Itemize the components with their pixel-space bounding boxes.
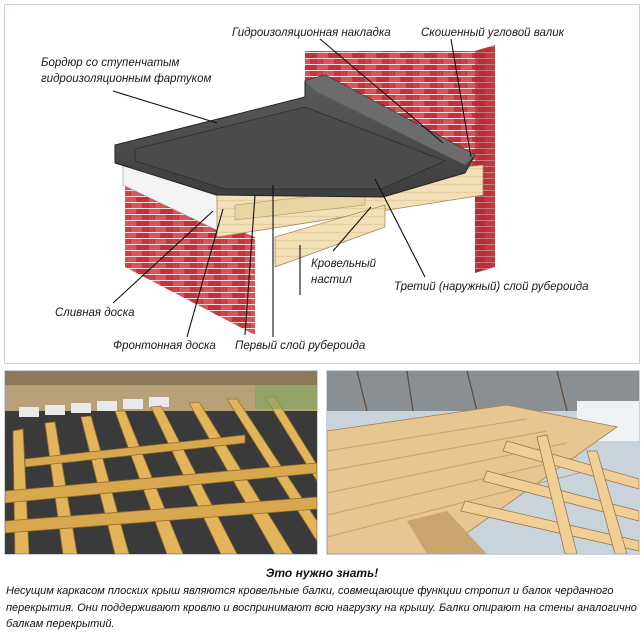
roof-diagram: Гидроизоляционная накладка Скошенный угл…: [4, 4, 640, 364]
note-title: Это нужно знать!: [265, 566, 379, 580]
label-roof-deck-line2: настил: [311, 274, 352, 286]
label-border-line2: гидроизоляционным фартуком: [41, 73, 212, 85]
roof-joists-photo: [326, 370, 640, 555]
label-border-line1: Бордюр со ступенчатым: [41, 57, 180, 69]
floor-joists-photo: [4, 370, 318, 555]
roof-joists-image: [327, 371, 639, 554]
label-third-layer: Третий (наружный) слой рубероида: [394, 281, 589, 293]
label-fascia-board: Фронтонная доска: [113, 340, 216, 352]
floor-joists-image: [5, 371, 317, 554]
label-waterproof-overlay: Гидроизоляционная накладка: [232, 27, 391, 39]
label-first-layer: Первый слой рубероида: [235, 340, 366, 352]
note-body: Несущим каркасом плоских крыш являются к…: [6, 585, 637, 630]
label-roof-deck-line1: Кровельный: [311, 258, 377, 270]
label-drain-board: Сливная доска: [55, 307, 135, 319]
label-beveled-fillet: Скошенный угловой валик: [421, 27, 565, 39]
roof-diagram-illustration: [112, 38, 495, 338]
